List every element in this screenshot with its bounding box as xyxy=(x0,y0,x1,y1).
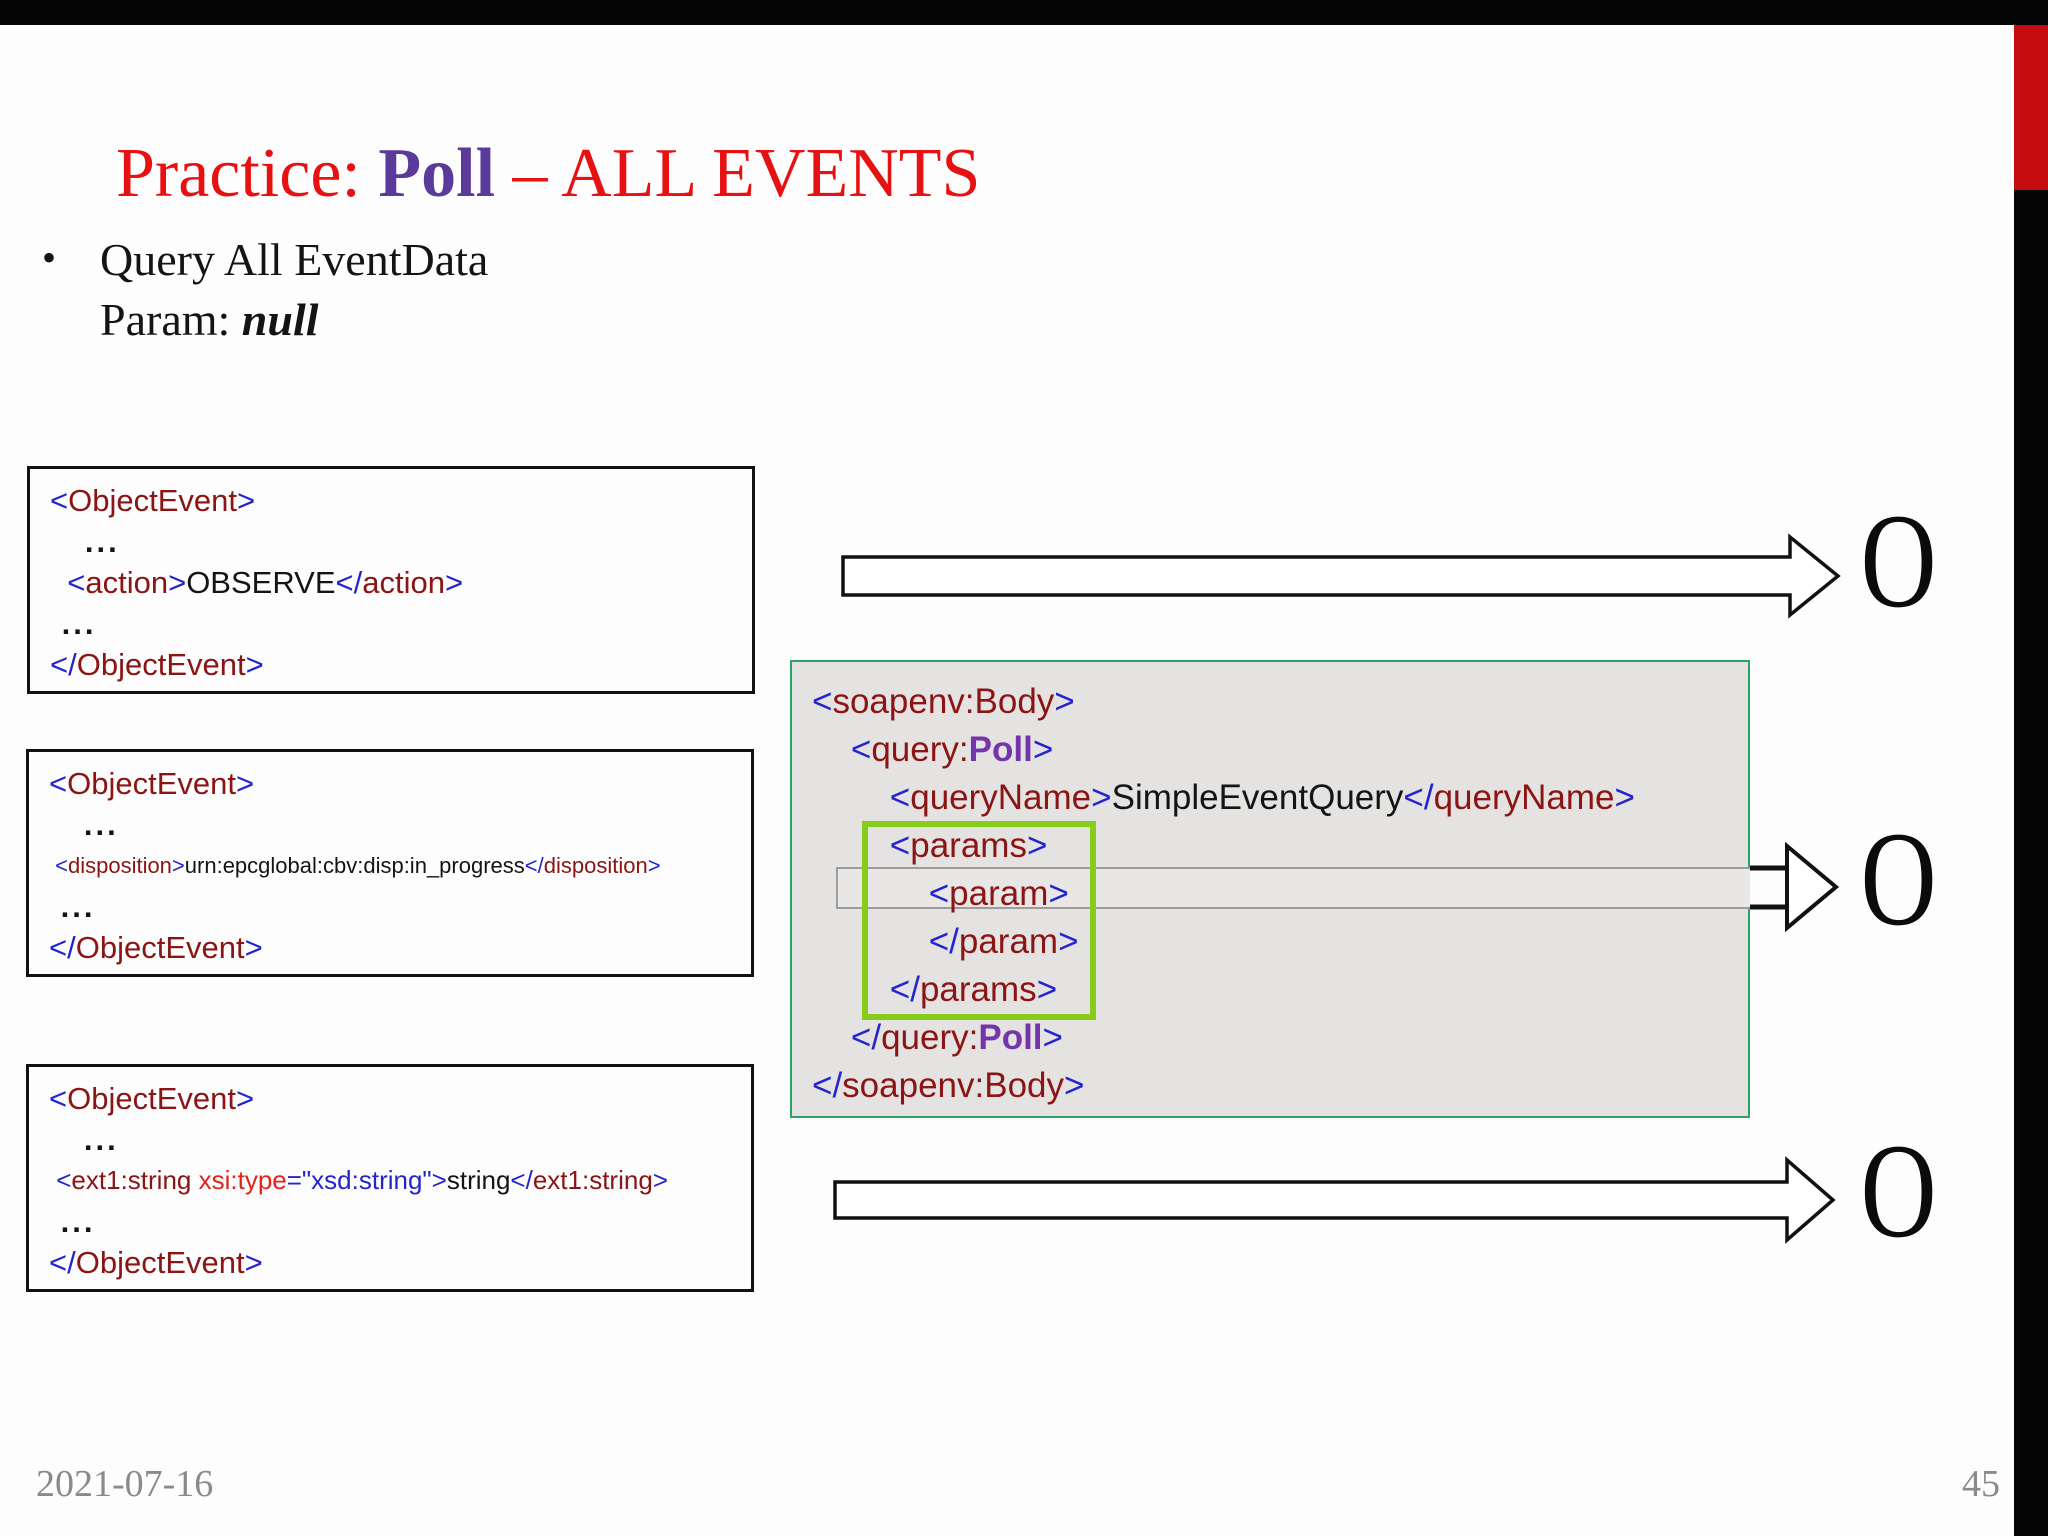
bullet-block: • Query All EventData Param: null xyxy=(42,230,488,350)
object-event-box-3: <ObjectEvent> ... <ext1:string xsi:type=… xyxy=(26,1064,754,1292)
soap-body-code: <soapenv:Body> <query:Poll> <queryName>S… xyxy=(812,682,1635,1105)
object-event-box-2: <ObjectEvent> ... <disposition>urn:epcgl… xyxy=(26,749,754,977)
param-row-band xyxy=(836,867,1750,909)
right-edge-strip xyxy=(2014,25,2048,1536)
params-highlight-box xyxy=(862,821,1096,1020)
object-event-box-1: <ObjectEvent> ... <action>OBSERVE</actio… xyxy=(27,466,755,694)
top-arrow xyxy=(841,533,1841,619)
title-suffix: – ALL EVENTS xyxy=(495,135,981,212)
bullet-line-2: Param: null xyxy=(100,290,488,350)
title-prefix: Practice: xyxy=(116,135,379,212)
footer-page-number: 45 xyxy=(1962,1463,2000,1505)
bullet-line-1: Query All EventData xyxy=(100,234,489,285)
bottom-arrow xyxy=(833,1156,1836,1244)
footer-date: 2021-07-16 xyxy=(36,1463,214,1505)
title-highlight: Poll xyxy=(378,135,496,212)
right-edge-red-block xyxy=(2014,25,2048,190)
middle-arrow-shaft-lines xyxy=(1750,865,1787,910)
result-mark-top: O xyxy=(1860,487,1937,636)
result-mark-middle: O xyxy=(1860,805,1937,954)
slide-title: Practice: Poll – ALL EVENTS xyxy=(46,60,980,288)
bullet-line-2-value: null xyxy=(241,294,319,345)
bullet-line-2-label: Param: xyxy=(100,294,242,345)
result-mark-bottom: O xyxy=(1860,1117,1937,1266)
middle-arrow-head xyxy=(1785,841,1840,933)
top-black-bar xyxy=(0,0,2048,25)
bullet-marker: • xyxy=(42,235,57,280)
